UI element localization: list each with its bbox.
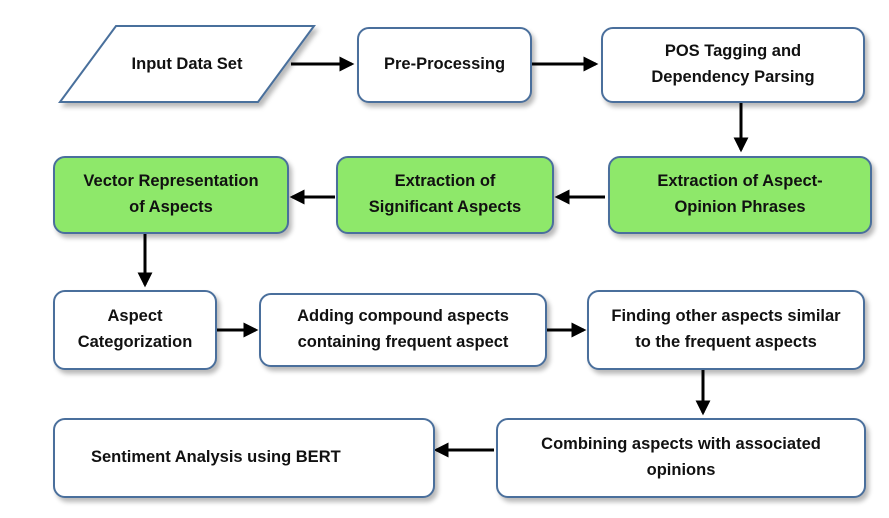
node-extraction-aspect-opinion: Extraction of Aspect- Opinion Phrases [608, 156, 872, 234]
node-vector-representation-label: Vector Representation of Aspects [83, 172, 259, 216]
node-adding-compound-label: Adding compound aspects containing frequ… [297, 307, 509, 351]
node-vector-representation: Vector Representation of Aspects [53, 156, 289, 234]
node-sentiment-analysis: Sentiment Analysis using BERT [53, 418, 435, 498]
node-input-data-set-label: Input Data Set [131, 54, 243, 73]
node-aspect-categorization-label: Aspect Categorization [77, 307, 193, 351]
node-sentiment-analysis-label: Sentiment Analysis using BERT [91, 448, 341, 467]
node-input-data-set: Input Data Set [72, 26, 302, 102]
node-aspect-categorization: Aspect Categorization [53, 290, 217, 370]
node-adding-compound: Adding compound aspects containing frequ… [259, 293, 547, 367]
node-finding-similar: Finding other aspects similar to the fre… [587, 290, 865, 370]
node-pre-processing: Pre-Processing [357, 27, 532, 103]
node-pos-tagging: POS Tagging and Dependency Parsing [601, 27, 865, 103]
node-combining-aspects-label: Combining aspects with associated opinio… [541, 435, 821, 479]
node-extraction-aspect-opinion-label: Extraction of Aspect- Opinion Phrases [657, 172, 823, 216]
node-extraction-significant: Extraction of Significant Aspects [336, 156, 554, 234]
input-data-shape [58, 25, 316, 103]
node-pos-tagging-label: POS Tagging and Dependency Parsing [651, 42, 815, 86]
node-pre-processing-label: Pre-Processing [383, 55, 506, 74]
node-finding-similar-label: Finding other aspects similar to the fre… [611, 307, 841, 351]
node-combining-aspects: Combining aspects with associated opinio… [496, 418, 866, 498]
node-extraction-significant-label: Extraction of Significant Aspects [368, 172, 522, 216]
